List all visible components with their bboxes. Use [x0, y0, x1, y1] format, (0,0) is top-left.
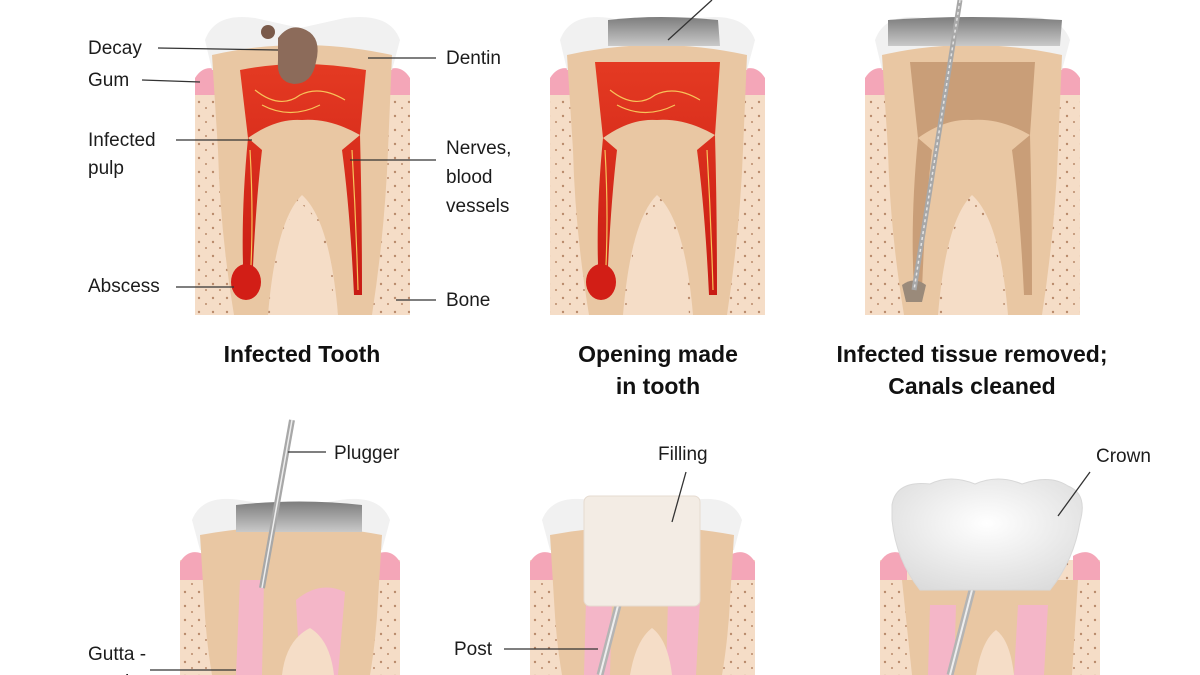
leader-crown [1057, 471, 1091, 517]
cap-band [888, 17, 1062, 46]
label-bone: Bone [446, 290, 490, 311]
caption-opening-line1: Opening made [578, 341, 738, 367]
file-instrument-highlight [913, 0, 961, 291]
panel-canals-cleaned: Infected tissue removed; Canals cleaned [837, 0, 1108, 399]
caption-canals-line1: Infected tissue removed; [837, 341, 1108, 367]
label-nerves-line1: Nerves, [446, 138, 511, 159]
label-nerves-line3: vessels [446, 196, 509, 217]
filling [583, 495, 701, 607]
root-canal-fill [584, 600, 700, 675]
root-canal-fill [928, 605, 1048, 675]
plugger-highlight [261, 419, 293, 589]
leader-filling [671, 471, 687, 523]
panel-opening-made: Opening made in tooth [550, 0, 765, 399]
decay-fragment [261, 25, 275, 39]
bone-inner [627, 205, 689, 315]
abscess [231, 264, 261, 300]
root-tip-debris [902, 280, 926, 302]
label-gutta-line1: Gutta - [88, 644, 146, 665]
crown [891, 478, 1083, 591]
opening-cap [608, 17, 720, 46]
leader-gum [141, 79, 201, 83]
abscess [586, 264, 616, 300]
label-nerves-line2: blood [446, 167, 493, 188]
label-filling: Filling [658, 444, 708, 465]
infected-pulp [240, 64, 366, 295]
label-gutta-line2: percha [88, 672, 147, 675]
nerve-strands [249, 89, 359, 291]
leader-decay [157, 47, 279, 51]
label-crown: Crown [1096, 446, 1151, 467]
label-plugger: Plugger [334, 443, 400, 464]
decay [277, 27, 318, 84]
bone-inner [942, 205, 1004, 315]
bone-inner [976, 630, 1014, 675]
panel-crown: Crown [880, 446, 1151, 675]
caption-opening-line2: in tooth [616, 373, 700, 399]
panel-filling: Filling Post [454, 444, 755, 675]
bone-inner [272, 205, 334, 315]
leader-opening [667, 0, 713, 41]
caption-infected-tooth: Infected Tooth [224, 341, 381, 367]
infected-pulp [595, 62, 720, 295]
temporary-cap [236, 501, 362, 532]
caption-canals-line2: Canals cleaned [888, 373, 1055, 399]
nerve-strands [604, 89, 714, 291]
label-abscess: Abscess [88, 276, 160, 297]
label-infected-pulp-line2: pulp [88, 158, 124, 179]
post-highlight [949, 589, 973, 675]
label-post: Post [454, 639, 493, 660]
label-infected-pulp-line1: Infected [88, 130, 156, 151]
label-gum: Gum [88, 70, 129, 91]
label-decay: Decay [88, 38, 142, 59]
bone-inner [630, 628, 672, 675]
bone-inner [282, 628, 334, 675]
label-dentin: Dentin [446, 48, 501, 69]
panel-infected-tooth: Decay Gum Infected pulp Abscess Dentin N… [88, 16, 511, 367]
panel-plugger: Plugger Gutta - percha [88, 419, 400, 675]
